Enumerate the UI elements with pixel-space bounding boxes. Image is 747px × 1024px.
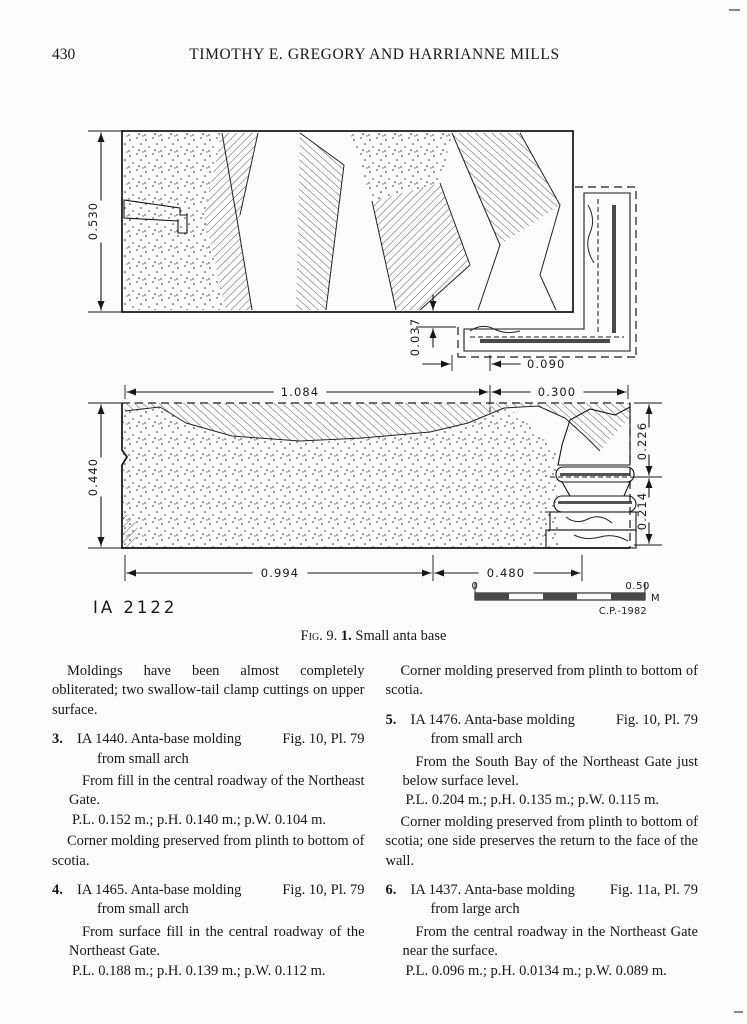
catalog-entry-5: 5. IA 1476. Anta-base molding Fig. 10, P… — [386, 711, 699, 750]
plan-hatch — [372, 183, 470, 310]
measurements-line: P.L. 0.204 m.; p.H. 0.135 m.; p.W. 0.115… — [405, 792, 660, 809]
entry-figure-reference: Fig. 11a, Pl. 79 — [609, 882, 698, 899]
entry-subtitle: from large arch — [430, 901, 520, 918]
entry-figure-reference: Fig. 10, Pl. 79 — [282, 882, 365, 899]
provenance: From the central roadway in the Northeas… — [402, 923, 699, 960]
paragraph: Corner molding preserved from plinth to … — [385, 813, 699, 869]
left-column: Moldings have been almost completely obl… — [52, 662, 365, 981]
scale-max-label: 0.50 — [625, 581, 650, 592]
dim-corner-return-label: 0.090 — [527, 357, 565, 371]
paragraph: Corner molding preserved from plinth to … — [52, 833, 365, 869]
caption-fig-label: Fig. 9. — [300, 628, 338, 644]
clamp-cutting — [123, 199, 188, 234]
paragraph: Corner molding preserved from plinth to … — [385, 663, 699, 699]
provenance: From fill in the central roadway of the … — [69, 773, 365, 809]
catalog-entry-4: 4. IA 1465. Anta-base molding Fig. 10, P… — [52, 881, 365, 920]
dim-top-width-main-label: 1.084 — [281, 385, 319, 399]
entry-number: 3. — [52, 731, 63, 748]
measurements-line: P.L. 0.188 m.; p.H. 0.139 m.; p.W. 0.112… — [72, 962, 326, 979]
elevation-face — [123, 407, 558, 547]
provenance: From the South Bay of the Northeast Gate… — [402, 753, 699, 790]
entry-heading: 3. IA 1440. Anta-base molding Fig. 10, P… — [52, 730, 365, 749]
provenance: From surface fill in the central roadway… — [69, 923, 365, 960]
entry-heading: 4. IA 1465. Anta-base molding Fig. 10, P… — [52, 881, 365, 900]
molding-profile — [545, 406, 642, 549]
caption-title: Small anta base — [355, 628, 447, 644]
dim-bottom-width-main-label: 0.994 — [261, 566, 299, 580]
entry-number: 5. — [385, 711, 397, 728]
corner-molding — [463, 192, 631, 352]
scale-unit-label: M — [651, 593, 660, 604]
plan-dimensions: 0.530 0.037 0.090 — [86, 130, 565, 371]
entry-heading: 5. IA 1476. Anta-base molding Fig. 10, P… — [386, 711, 699, 730]
measurements-line: P.L. 0.096 m.; p.H. 0.0134 m.; p.W. 0.08… — [405, 962, 667, 979]
dim-elevation-height-label: 0.440 — [86, 458, 100, 496]
entry-title: IA 1476. Anta-base molding — [410, 711, 575, 728]
dim-right-lower-label: 0.214 — [635, 492, 649, 530]
corner-return-detail — [457, 186, 637, 358]
elevation-corner-hatch — [122, 510, 138, 548]
dim-top-width-corner-label: 0.300 — [538, 385, 576, 399]
entry-title: IA 1465. Anta-base molding — [77, 882, 242, 899]
plan-view — [121, 130, 574, 313]
entry-number: 6. — [385, 882, 397, 899]
plan-hatch — [296, 133, 344, 310]
dim-bottom-width-corner-label: 0.480 — [487, 566, 525, 580]
plan-stipple-left — [124, 133, 226, 310]
plan-stipple-top — [350, 133, 452, 201]
running-title: TIMOTHY E. GREGORY AND HARRIANNE MILLS — [189, 46, 560, 63]
upper-width-dimensions: 1.084 0.300 — [124, 385, 629, 399]
right-column: Corner molding preserved from plinth to … — [386, 662, 699, 981]
scan-mark — [734, 1011, 743, 1013]
entry-figure-reference: Fig. 10, Pl. 79 — [282, 731, 365, 748]
dim-corner-step-label: 0.037 — [408, 318, 422, 356]
page-header: 430 TIMOTHY E. GREGORY AND HARRIANNE MIL… — [52, 46, 697, 66]
plan-hatch — [452, 133, 560, 245]
entry-figure-reference: Fig. 10, Pl. 79 — [615, 711, 698, 728]
scan-mark — [729, 9, 740, 11]
scale-zero-label: 0 — [472, 581, 479, 592]
drawing-credit: C.P.-1982 — [599, 606, 647, 617]
dim-right-upper-label: 0.226 — [635, 422, 649, 460]
entry-heading: 6. IA 1437. Anta-base molding Fig. 11a, … — [386, 881, 699, 900]
dim-plan-height-label: 0.530 — [86, 202, 100, 240]
catalog-entry-6: 6. IA 1437. Anta-base molding Fig. 11a, … — [386, 881, 699, 920]
inventory-number-label: IA 2122 — [93, 598, 177, 617]
elevation-dimensions: 0.440 0.226 0.214 0.994 0.480 — [86, 402, 662, 581]
entry-number: 4. — [52, 882, 63, 899]
elevation-broken-band — [122, 403, 630, 451]
figure-caption: Fig. 9. 1. Small anta base — [0, 628, 747, 645]
anta-base-drawing: 0.530 0.037 0.090 1.084 0.300 — [86, 130, 662, 617]
page-number: 430 — [52, 46, 76, 63]
entry-subtitle: from small arch — [97, 901, 189, 918]
entry-title: IA 1440. Anta-base molding — [77, 731, 242, 748]
scale-bar: 0 0.50 M C.P.-1982 — [472, 581, 660, 617]
entry-subtitle: from small arch — [97, 750, 189, 767]
measurements-line: P.L. 0.152 m.; p.H. 0.140 m.; p.W. 0.104… — [72, 811, 327, 828]
elevation-view — [121, 399, 642, 549]
text-columns: Moldings have been almost completely obl… — [52, 662, 698, 981]
figure-9: 0.530 0.037 0.090 1.084 0.300 — [0, 105, 747, 625]
catalog-entry-3: 3. IA 1440. Anta-base molding Fig. 10, P… — [52, 730, 365, 769]
entry-title: IA 1437. Anta-base molding — [410, 882, 575, 899]
caption-item-number: 1. — [340, 628, 352, 644]
entry-subtitle: from small arch — [430, 731, 523, 748]
paragraph: Moldings have been almost completely obl… — [52, 663, 365, 718]
